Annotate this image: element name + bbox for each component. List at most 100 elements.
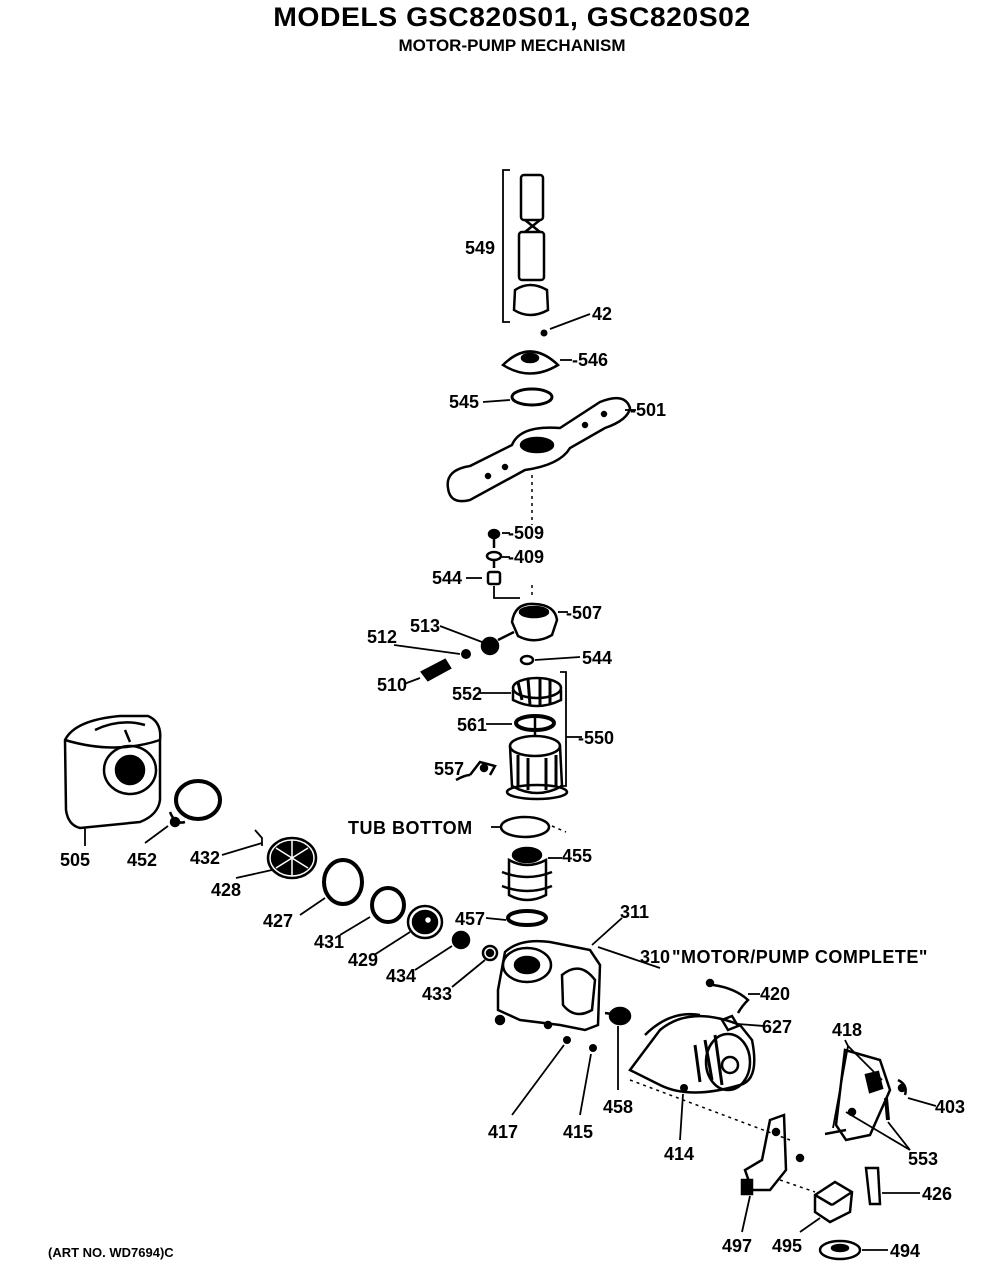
part-627-terminal[interactable]: [720, 1014, 740, 1032]
part-428-filter[interactable]: [266, 836, 318, 880]
part-426-clip[interactable]: [864, 1166, 882, 1206]
label-310: 310: [640, 947, 670, 967]
axis-tub: [551, 825, 567, 833]
part-457-seal[interactable]: [506, 909, 548, 927]
leader-417: [511, 1044, 565, 1116]
part-512-washer[interactable]: [461, 649, 471, 659]
part-434-nut[interactable]: [451, 930, 471, 950]
part-545-ring[interactable]: [510, 387, 554, 407]
link-544-507: [493, 586, 520, 599]
label-501: -501: [630, 400, 666, 420]
leader-553b: [845, 1111, 911, 1151]
label-426: 426: [922, 1184, 952, 1204]
leader-310: [597, 946, 661, 969]
label-497: 497: [722, 1236, 752, 1256]
part-431-ring[interactable]: [370, 886, 406, 924]
label-494: 494: [890, 1241, 920, 1261]
part-429-impeller[interactable]: [406, 904, 444, 940]
label-557: 557: [434, 759, 464, 779]
part-553-spring[interactable]: [884, 1097, 890, 1121]
part-415-screw[interactable]: [589, 1044, 597, 1052]
part-505-tank[interactable]: [63, 714, 162, 830]
part-311-pump-housing[interactable]: [494, 939, 602, 1032]
part-455-pump-body[interactable]: [501, 846, 553, 902]
part-510-bolt[interactable]: [420, 658, 452, 682]
label-409: -409: [508, 547, 544, 567]
part-495-block[interactable]: [813, 1180, 854, 1224]
part-427-gasket[interactable]: [322, 858, 364, 906]
leader-452: [144, 825, 169, 844]
leader-432: [221, 842, 263, 856]
bracket-549: [502, 169, 510, 323]
axis-motor: [629, 1079, 791, 1141]
leader-403: [907, 1097, 937, 1107]
part-409-washer[interactable]: [485, 550, 503, 568]
part-452-clamp[interactable]: [168, 779, 222, 828]
label-510: 510: [377, 675, 407, 695]
part-414-screw[interactable]: [680, 1084, 688, 1092]
label-495: 495: [772, 1236, 802, 1256]
label-431: 431: [314, 932, 344, 952]
part-550-pump-housing[interactable]: [505, 716, 569, 801]
part-432-screw[interactable]: [254, 829, 263, 846]
part-494-washer[interactable]: [818, 1239, 862, 1261]
leader-434: [414, 945, 453, 971]
part-513-gear[interactable]: [480, 630, 515, 656]
leader-433: [451, 959, 486, 988]
part-420-clip[interactable]: [705, 978, 750, 1014]
part-552-impeller[interactable]: [511, 676, 563, 708]
leader-510: [403, 677, 421, 685]
label-tub-bottom: TUB BOTTOM: [348, 818, 473, 838]
part-544-nut-upper[interactable]: [486, 570, 502, 586]
leader-431: [339, 916, 371, 936]
label-414: 414: [664, 1144, 694, 1164]
part-417-screw[interactable]: [563, 1036, 571, 1044]
leader-495: [799, 1217, 821, 1233]
label-549: 549: [465, 238, 495, 258]
label-418: 418: [832, 1020, 862, 1040]
leader-544b: [534, 656, 581, 661]
part-546-cap[interactable]: [501, 350, 561, 375]
label-403: 403: [935, 1097, 965, 1117]
label-627: 627: [762, 1017, 792, 1037]
part-458-bearing[interactable]: [604, 1006, 632, 1026]
leader-545: [482, 399, 511, 403]
part-544-nut-lower[interactable]: [519, 654, 535, 666]
label-42: 42: [592, 304, 612, 324]
label-420: 420: [760, 984, 790, 1004]
label-544-lower: 544: [582, 648, 612, 668]
label-432: 432: [190, 848, 220, 868]
part-433-washer[interactable]: [481, 944, 499, 962]
part-549-spray-tower[interactable]: [512, 173, 550, 317]
leader-513: [439, 625, 483, 643]
page-subtitle: MOTOR-PUMP MECHANISM: [398, 36, 626, 55]
label-545: 545: [449, 392, 479, 412]
part-403-spring[interactable]: [897, 1078, 907, 1096]
part-motor[interactable]: [628, 1012, 756, 1094]
part-418-bracket[interactable]: [824, 1048, 892, 1142]
leader-457: [485, 917, 507, 921]
label-429: 429: [348, 950, 378, 970]
part-509-screw[interactable]: [487, 528, 501, 548]
part-tub-bottom-gasket[interactable]: [499, 815, 551, 839]
label-513: 513: [410, 616, 440, 636]
part-42-screw[interactable]: [540, 329, 548, 337]
label-546: -546: [572, 350, 608, 370]
label-417: 417: [488, 1122, 518, 1142]
label-552: 552: [452, 684, 482, 704]
leader-418b: [847, 1045, 883, 1081]
leader-497: [741, 1195, 751, 1233]
axis-497: [779, 1179, 816, 1193]
label-544-upper: 544: [432, 568, 462, 588]
leader-512: [393, 644, 461, 655]
label-561: 561: [457, 715, 487, 735]
leader-415: [579, 1053, 592, 1116]
part-497-bracket[interactable]: [740, 1113, 805, 1196]
label-505: 505: [60, 850, 90, 870]
leader-428: [235, 869, 273, 879]
label-458: 458: [603, 1097, 633, 1117]
part-507-hub[interactable]: [510, 602, 559, 642]
part-501-spray-arm[interactable]: [446, 396, 632, 503]
label-433: 433: [422, 984, 452, 1004]
part-557-valve[interactable]: [455, 760, 497, 782]
